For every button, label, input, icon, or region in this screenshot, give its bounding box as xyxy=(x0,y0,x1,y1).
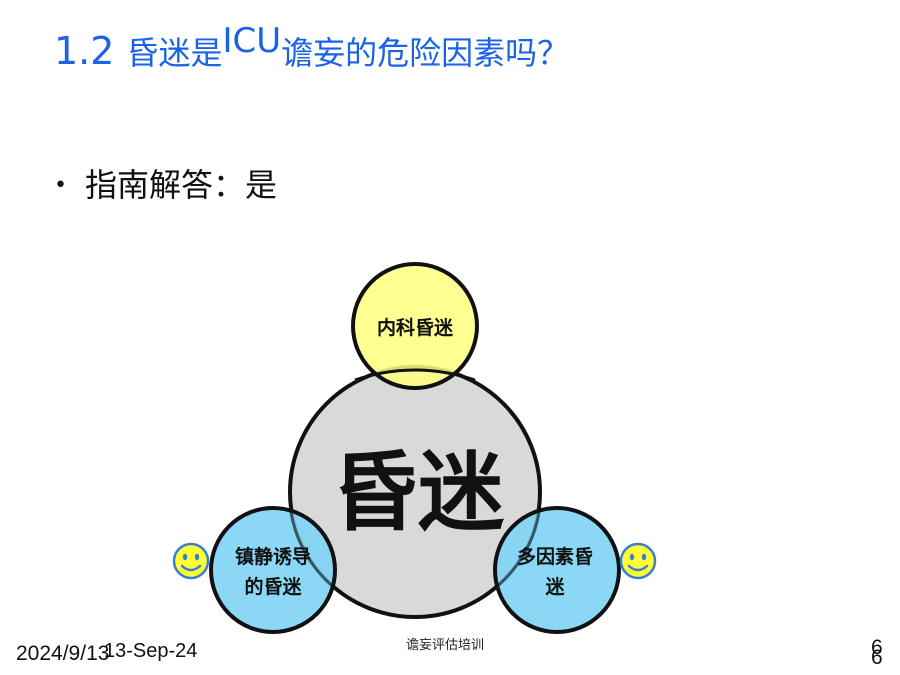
top-circle xyxy=(351,262,479,390)
title-part1: 昏迷是 xyxy=(126,34,223,72)
slide-title: 1.2 昏迷是ICU谵妄的危险因素吗？ xyxy=(54,21,570,74)
footer-date-1: 2024/9/13 xyxy=(16,642,110,665)
left-label-line1: 镇静诱导 xyxy=(235,545,311,568)
footer-center-text: 谵妄评估培训 xyxy=(406,638,485,653)
right-label-line2: 迷 xyxy=(544,576,565,598)
title-part2: ICU xyxy=(222,21,282,61)
smiley-icon xyxy=(619,542,657,580)
footer-page-number-1: 6 xyxy=(871,636,883,659)
title-part3: 谵妄的危险因素吗？ xyxy=(281,34,570,72)
center-label: 昏迷 xyxy=(332,443,505,543)
left-label-line2: 的昏迷 xyxy=(244,575,302,598)
footer-date-2: 13-Sep-24 xyxy=(104,640,198,662)
right-circle xyxy=(493,506,621,634)
bullet-symbol: • xyxy=(54,173,67,198)
right-label-line1: 多因素昏 xyxy=(517,545,593,568)
smiley-icon xyxy=(172,542,210,580)
bullet-item: • 指南解答：是 xyxy=(54,160,277,206)
top-label: 内科昏迷 xyxy=(377,316,454,339)
bullet-text: 指南解答：是 xyxy=(84,166,277,204)
top-overlap xyxy=(354,368,476,382)
left-circle xyxy=(209,506,337,634)
left-overlap-arc xyxy=(289,511,341,594)
right-overlap-arc xyxy=(489,511,541,594)
title-number: 1.2 xyxy=(54,29,115,73)
footer-page-number-2: 6 xyxy=(871,646,883,669)
